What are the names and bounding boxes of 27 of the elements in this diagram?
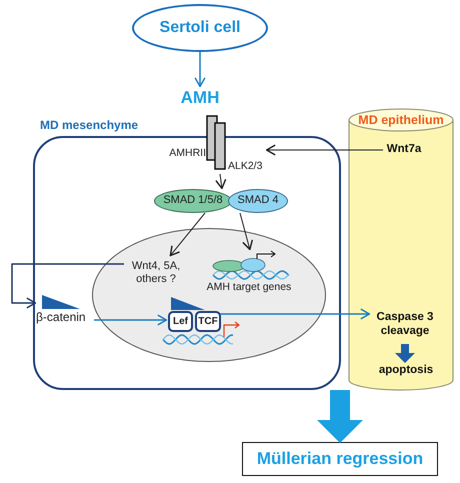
receptor-label: AMHRII (168, 147, 206, 159)
signal-label: AMH (172, 87, 228, 109)
arrow (215, 174, 226, 190)
arrow (11, 263, 124, 309)
arrow (94, 314, 168, 326)
protein-ellipse: SMAD 1/5/8 (154, 189, 232, 213)
tissue-label: MD mesenchyme (40, 118, 138, 132)
arrow (266, 144, 384, 156)
arrow (194, 52, 206, 88)
outcome-box: Müllerian regression (242, 442, 438, 476)
gene-label: Wnt4, 5A, others ? (125, 257, 187, 289)
block-arrow (317, 390, 363, 443)
factor-box: TCF (195, 311, 221, 332)
arrow (220, 308, 370, 320)
receptor-label: ALK2/3 (228, 160, 264, 172)
gene-label: AMH target genes (206, 281, 292, 294)
arrow (240, 212, 254, 250)
cell-ellipse: Sertoli cell (132, 4, 268, 52)
block-arrow (395, 344, 415, 363)
protein-label: β-catenin (36, 310, 86, 324)
protein-ellipse: SMAD 4 (228, 189, 288, 213)
tissue-label: MD epithelium (357, 113, 445, 127)
process-label: Caspase 3 cleavage (370, 306, 440, 344)
arrow (170, 212, 206, 256)
process-label: apoptosis (372, 362, 440, 380)
factor-box: Lef (168, 311, 193, 332)
signal-label: Wnt7a (383, 142, 425, 158)
